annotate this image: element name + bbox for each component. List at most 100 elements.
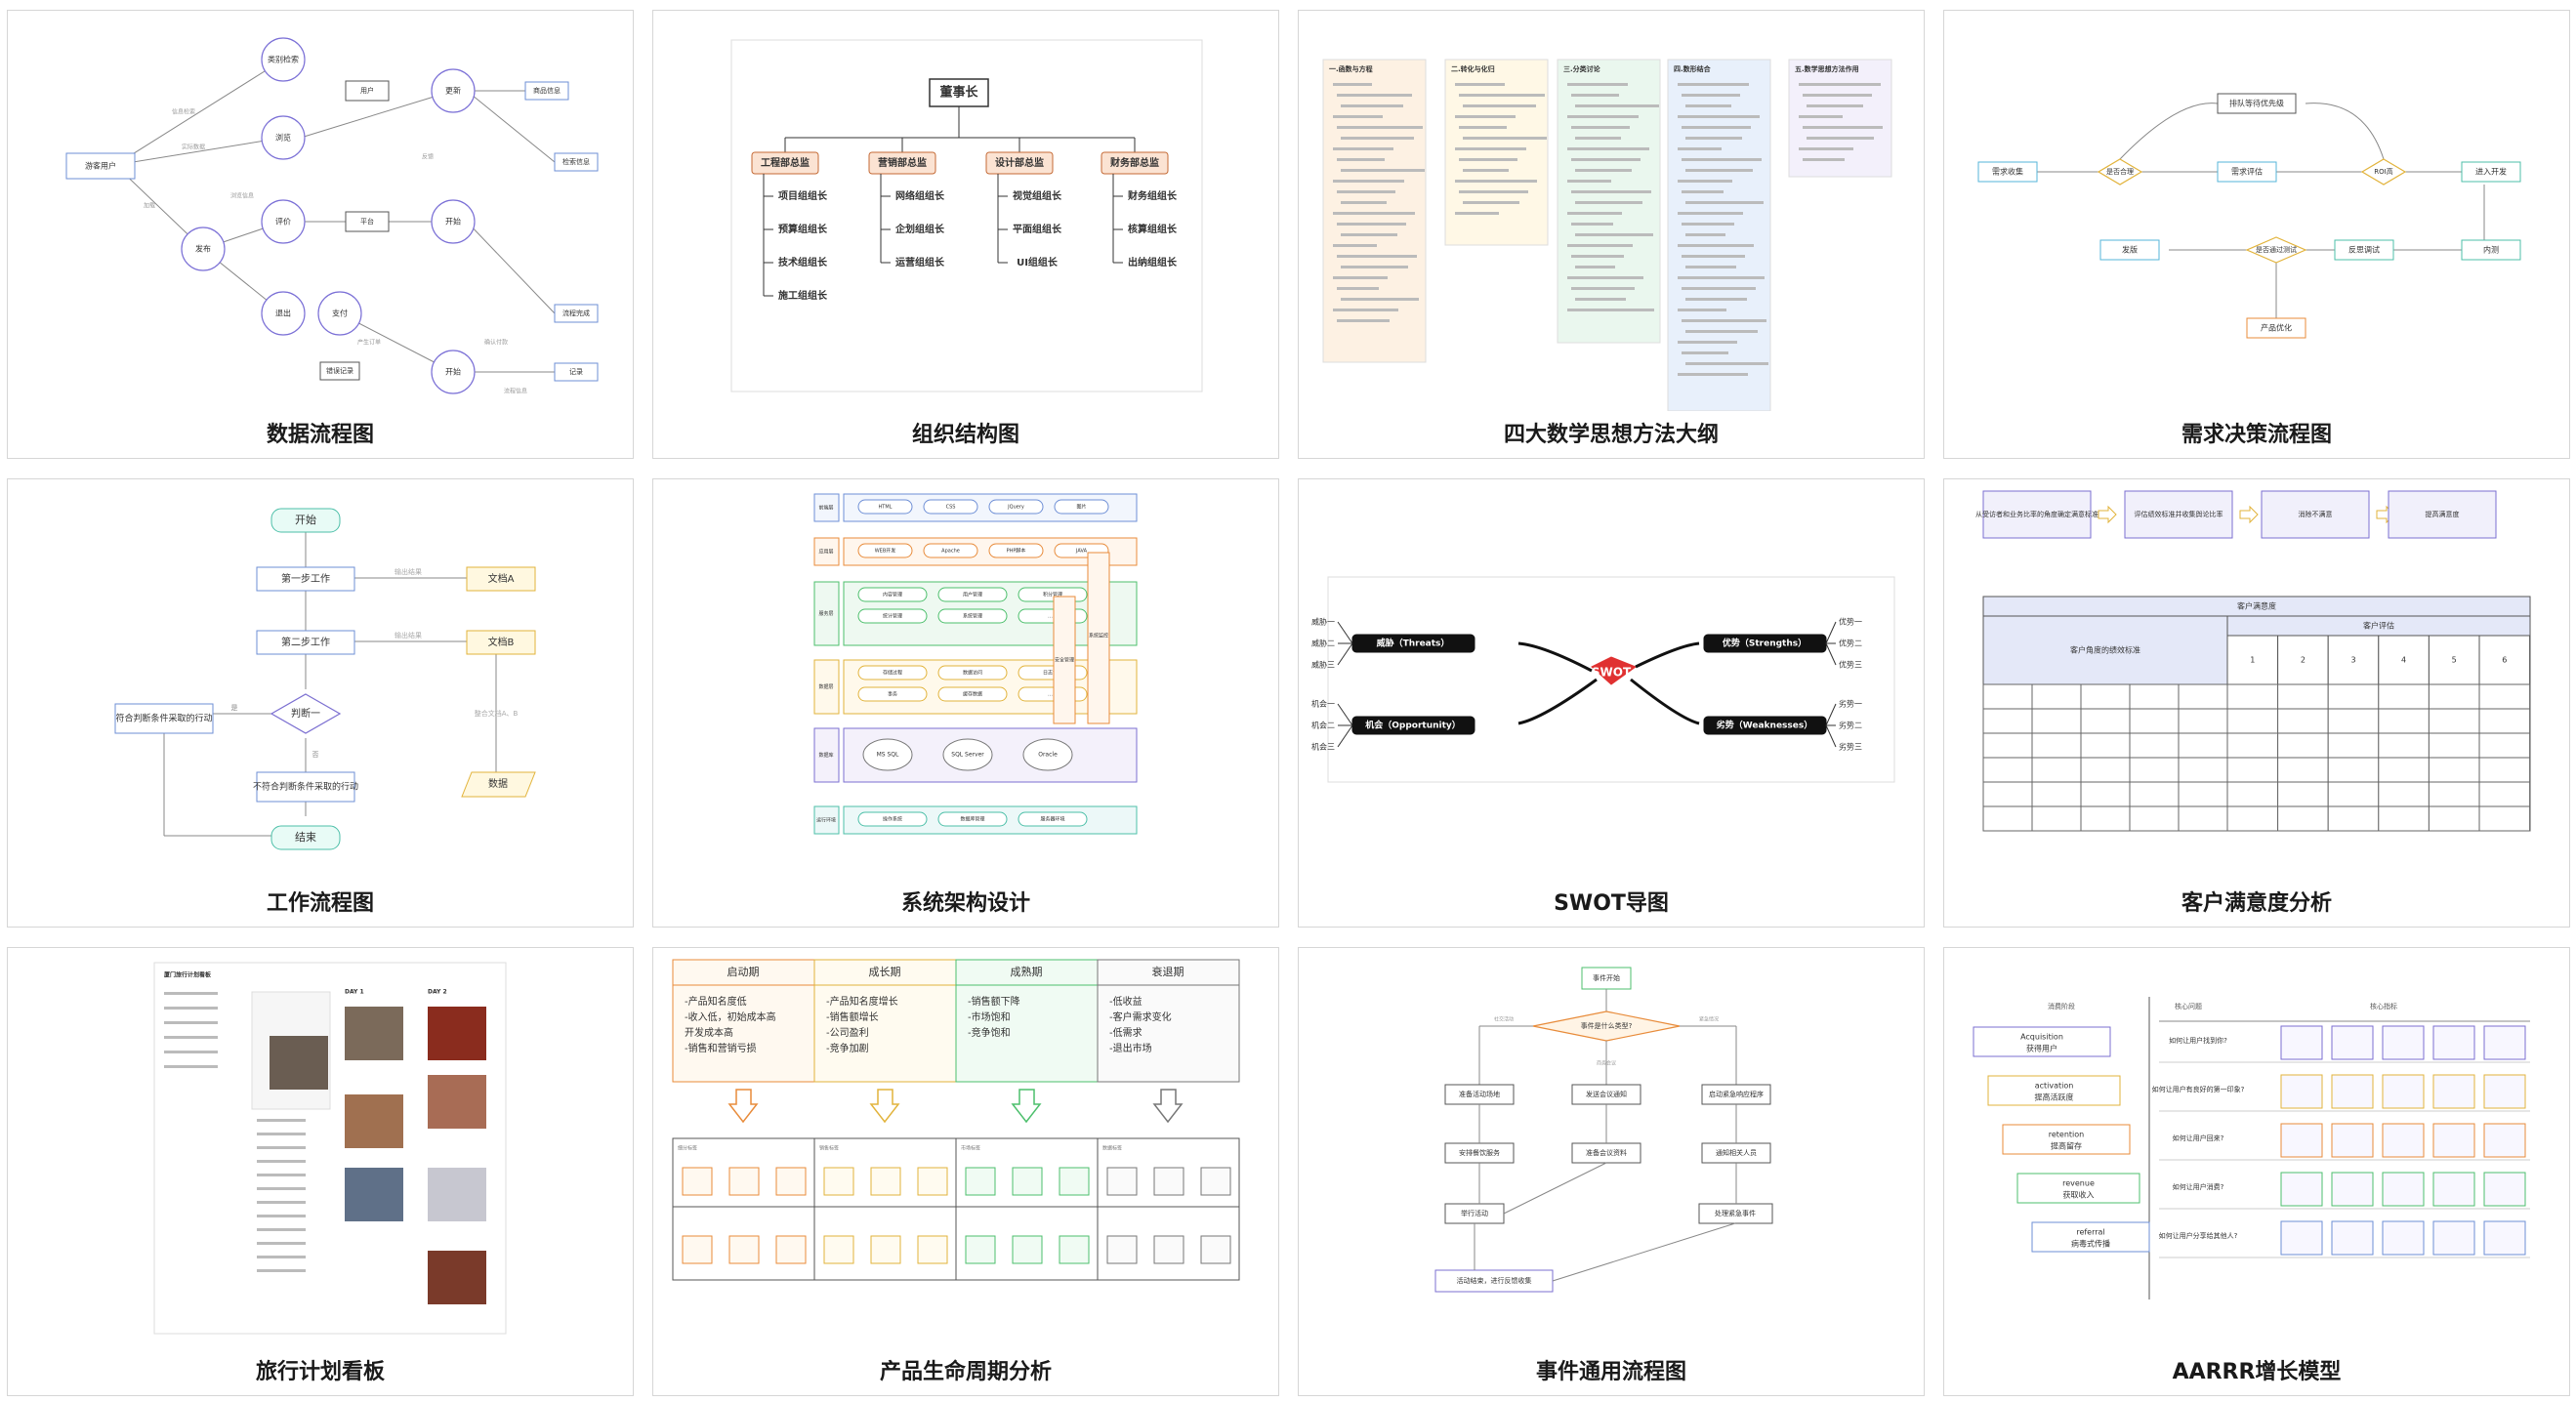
template-card-math-outline[interactable]: 一.函数与方程二.转化与化归三.分类讨论四.数形结合五.数学思想方法作用 四大数… <box>1298 10 1925 459</box>
template-card-data-flow[interactable]: 类别检索浏览评价发布退出支付更新开始开始游客用户用户平台错误记录商品信息检索信息… <box>7 10 634 459</box>
metric-cell <box>2280 1220 2323 1256</box>
node-label: CSS <box>946 505 956 511</box>
link-label: 输出结果 <box>395 631 422 639</box>
process-node <box>2217 93 2297 114</box>
metric-cell <box>2382 1172 2425 1207</box>
metric-cell <box>2280 1074 2323 1109</box>
process-node <box>261 291 306 336</box>
table-cell <box>2080 757 2131 783</box>
outline-line <box>1799 147 1853 150</box>
document-node <box>466 566 536 592</box>
outline-line <box>1678 341 1737 344</box>
node-label: 核算组组长 <box>1128 223 1178 235</box>
table-cell <box>2178 757 2228 783</box>
node-label: 消除不满意 <box>2299 510 2333 518</box>
stage-header <box>1097 959 1240 986</box>
link-label: 确认付款 <box>484 339 508 347</box>
outline-line <box>1459 158 1517 161</box>
down-arrow <box>727 1089 759 1124</box>
template-card-org-chart[interactable]: 董事长工程部总监项目组组长预算组组长技术组组长施工组组长营销部总监网络组组长企划… <box>652 10 1279 459</box>
template-card-work-flow[interactable]: 开始第一步工作第二步工作判断一符合判断条件采取的行动不符合判断条件采取的行动结束… <box>7 478 634 928</box>
outline-line <box>1333 212 1415 215</box>
node-label: 判断一 <box>291 707 320 720</box>
node-label: 事件开始 <box>1593 973 1620 982</box>
table-cell <box>2277 683 2329 710</box>
decision-node <box>270 693 342 734</box>
outline-line <box>1337 158 1385 161</box>
cell-box <box>1059 1167 1090 1196</box>
link-label: 否 <box>312 751 319 759</box>
outline-line <box>1685 362 1768 365</box>
list-line <box>257 1256 306 1258</box>
core-question: 如何让用户找到你? <box>2169 1036 2227 1045</box>
node-label: 举行活动 <box>1461 1209 1488 1217</box>
node-label: 视觉组组长 <box>1013 189 1062 202</box>
node-label: 是否合理 <box>2106 167 2134 176</box>
data-node <box>461 771 536 798</box>
connector <box>2119 103 2219 160</box>
template-card-event-flow[interactable]: 事件开始事件是什么类型?准备活动场地发送会议通知启动紧急响应程序安排餐饮服务准备… <box>1298 947 1925 1396</box>
stage-name: 成熟期 <box>1011 965 1043 978</box>
process-node <box>1977 161 2038 183</box>
table-cell <box>2226 683 2279 710</box>
node-label: 发版 <box>2122 245 2138 255</box>
node-label: 消费阶段 <box>2048 1002 2075 1010</box>
component-box <box>857 686 928 702</box>
node-label: 事件是什么类型? <box>1581 1021 1633 1030</box>
process-node <box>256 630 355 655</box>
layer-label-box <box>813 659 840 715</box>
stage-box <box>1987 1075 2121 1106</box>
node-label: 企划组组长 <box>894 223 945 235</box>
node-label: ROI高 <box>2374 167 2392 176</box>
stage-name: activation <box>2035 1082 2074 1091</box>
template-card-product-lifecycle[interactable]: 启动期-产品知名度低-收入低，初始成本高开发成本高-销售和营销亏损成长期-产品知… <box>652 947 1279 1396</box>
node-label: 游客用户 <box>85 161 116 171</box>
score-cell <box>2277 635 2329 685</box>
metric-cell <box>2382 1074 2425 1109</box>
node-label: 需求收集 <box>1992 167 2023 177</box>
node-label: 3 <box>2350 656 2355 665</box>
outline-line <box>1807 137 1874 140</box>
leaf-label: 威胁三 <box>1311 660 1335 670</box>
process-node <box>431 68 476 113</box>
cell-box <box>1012 1235 1043 1264</box>
outline-line <box>1678 83 1749 86</box>
node-label: JQuery <box>1007 505 1024 511</box>
table-cell <box>2478 805 2531 832</box>
stage-point: -产品知名度增长 <box>826 995 898 1008</box>
table-cell <box>2378 757 2430 783</box>
node-label: 处理紧急事件 <box>1715 1209 1756 1217</box>
metric-cell <box>2280 1172 2323 1207</box>
process-node <box>261 115 306 160</box>
cell-box <box>682 1235 713 1264</box>
row-header-cell <box>1982 615 2228 685</box>
datastore-box <box>345 211 390 232</box>
outline-line <box>1682 158 1762 161</box>
connector <box>466 90 556 163</box>
step-arrow <box>2098 505 2117 524</box>
table-cell <box>1982 781 2033 807</box>
link-label: 产生订单 <box>357 339 381 347</box>
metric-cell <box>2382 1123 2425 1158</box>
component-box <box>937 608 1008 624</box>
template-card-customer-satisfaction[interactable]: 从受访者和业务比率的角度确定满意标准评估绩效标准并收集舆论比率消除不满意提高满意… <box>1943 478 2570 928</box>
metric-cell <box>2280 1025 2323 1060</box>
root-node <box>929 78 989 107</box>
node-label: 用户 <box>360 86 374 95</box>
layer-label: 数据库 <box>818 752 833 759</box>
cell-box <box>1153 1167 1184 1196</box>
cell-box <box>1012 1167 1043 1196</box>
leaf-label: 劣势二 <box>1839 721 1862 730</box>
node-label: 缓存数据 <box>963 691 982 698</box>
node-label: 销售标签 <box>819 1145 839 1152</box>
table-cell <box>1982 683 2033 710</box>
node-label: 用户管理 <box>963 592 982 598</box>
outline-line <box>1337 94 1412 97</box>
outline-line <box>1799 115 1843 118</box>
outline-line <box>1455 115 1516 118</box>
